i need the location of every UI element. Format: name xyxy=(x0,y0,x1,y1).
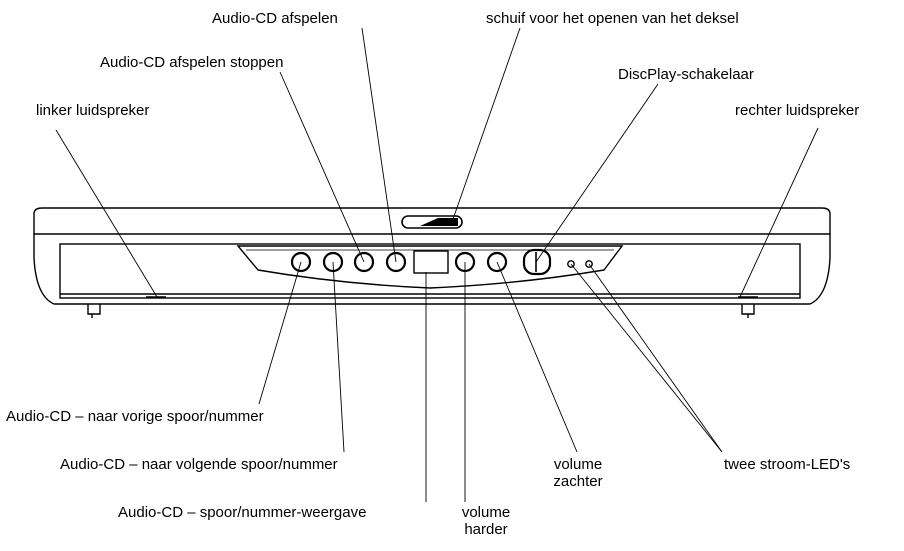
right-foot xyxy=(741,304,755,315)
volume-down-button xyxy=(486,251,508,273)
label-lid-slider: schuif voor het openen van het deksel xyxy=(486,10,739,27)
label-volume-up-line1: volume xyxy=(461,504,511,521)
left-foot xyxy=(87,304,101,315)
label-volume-up-line2: harder xyxy=(464,521,508,538)
power-led-2 xyxy=(585,260,593,268)
stop-button xyxy=(353,251,375,273)
front-panel xyxy=(59,243,801,299)
label-left-speaker: linker luidspreker xyxy=(36,102,150,119)
label-next-track: Audio-CD – naar volgende spoor/nummer xyxy=(60,456,338,473)
power-led-1 xyxy=(567,260,575,268)
label-volume-down: volume zachter xyxy=(548,456,608,490)
control-bar xyxy=(236,245,624,289)
prev-track-button xyxy=(290,251,312,273)
label-prev-track: Audio-CD – naar vorige spoor/nummer xyxy=(6,408,264,425)
play-button xyxy=(385,251,407,273)
label-discplay-switch: DiscPlay-schakelaar xyxy=(618,66,754,83)
label-power-leds: twee stroom-LED's xyxy=(724,456,851,473)
label-right-speaker: rechter luidspreker xyxy=(735,102,860,119)
label-audio-cd-stop: Audio-CD afspelen stoppen xyxy=(100,54,284,71)
track-display-window xyxy=(413,250,449,274)
label-track-display: Audio-CD – spoor/nummer-weergave xyxy=(118,504,367,521)
label-volume-down-line1: volume xyxy=(553,456,603,473)
next-track-button xyxy=(322,251,344,273)
discplay-switch xyxy=(522,248,552,276)
lid-release-slider xyxy=(401,215,463,229)
label-audio-cd-play: Audio-CD afspelen xyxy=(212,10,338,27)
laptop-body xyxy=(33,233,831,305)
label-volume-up: volume harder xyxy=(456,504,516,538)
laptop-lid xyxy=(33,207,831,234)
label-volume-down-line2: zachter xyxy=(553,473,603,490)
